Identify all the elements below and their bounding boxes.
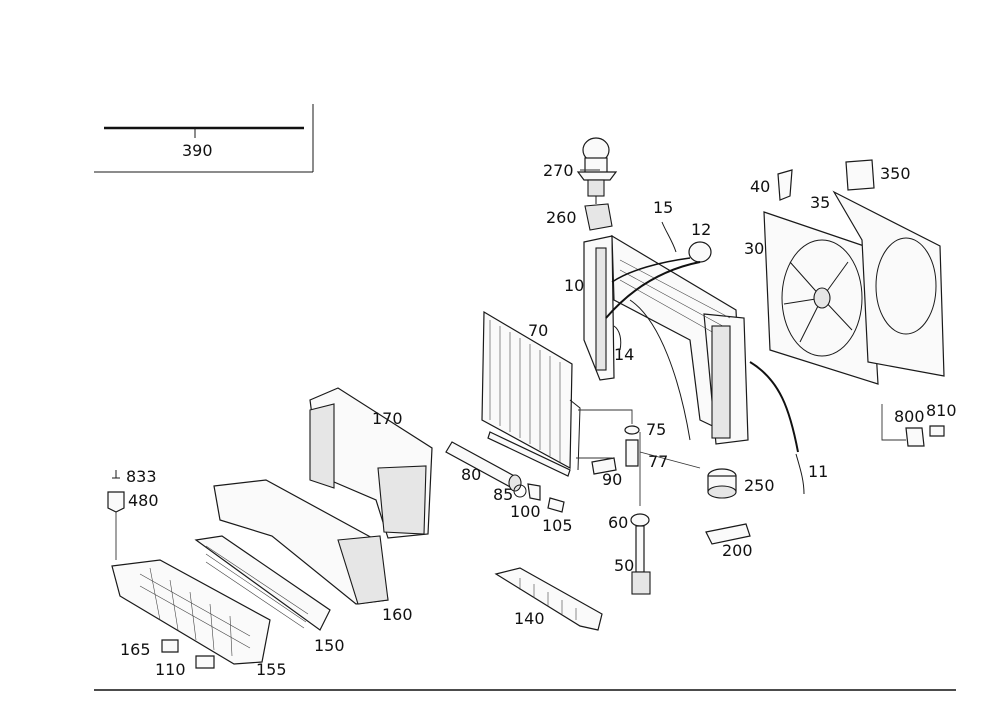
- callout-810: 810: [926, 401, 957, 420]
- part-35-shroud: [832, 190, 945, 377]
- callout-110: 110: [155, 660, 186, 679]
- part-12-seal: [688, 241, 712, 263]
- callout-40: 40: [750, 177, 770, 196]
- part-80-drier: [445, 441, 522, 492]
- callout-14: 14: [614, 345, 634, 364]
- part-250-tank: [707, 468, 737, 499]
- legend-box-390: [94, 104, 314, 173]
- callout-100: 100: [510, 502, 541, 521]
- callout-270: 270: [543, 161, 574, 180]
- callout-11: 11: [808, 462, 828, 481]
- part-75-washer: [624, 425, 640, 435]
- callout-80: 80: [461, 465, 481, 484]
- part-833-480-symbols: [107, 470, 125, 560]
- callout-77: 77: [648, 452, 668, 471]
- callout-800: 800: [894, 407, 925, 426]
- callout-15: 15: [653, 198, 673, 217]
- callout-35: 35: [810, 193, 830, 212]
- part-170-frame: [309, 387, 433, 539]
- leader-lines: [576, 169, 701, 469]
- part-77-bolt: [625, 439, 639, 467]
- callout-170: 170: [372, 409, 403, 428]
- callout-140: 140: [514, 609, 545, 628]
- part-100-clip: [527, 483, 541, 501]
- part-110-screw: [195, 655, 215, 669]
- callout-10: 10: [564, 276, 584, 295]
- callout-12: 12: [691, 220, 711, 239]
- callout-390: 390: [182, 141, 213, 160]
- part-15-hose: [661, 221, 677, 253]
- callout-250: 250: [744, 476, 775, 495]
- callout-90: 90: [602, 470, 622, 489]
- condenser-pipe: [487, 431, 571, 477]
- callout-165: 165: [120, 640, 151, 659]
- callout-350: 350: [880, 164, 911, 183]
- part-60-50-drain: [630, 432, 651, 595]
- callout-480: 480: [128, 491, 159, 510]
- callout-60: 60: [608, 513, 628, 532]
- callout-85: 85: [493, 485, 513, 504]
- part-160-duct: [213, 479, 389, 605]
- part-150-intercooler: [194, 535, 331, 631]
- part-260-bracket: [584, 196, 613, 231]
- callout-50: 50: [614, 556, 634, 575]
- part-85-ring: [513, 484, 527, 498]
- part-270-cap: [576, 137, 618, 197]
- callout-833: 833: [126, 467, 157, 486]
- part-14-clip: [613, 325, 622, 351]
- callout-30: 30: [744, 239, 764, 258]
- part-90-bolt: [591, 457, 617, 475]
- part-155-grille: [111, 559, 271, 665]
- part-105-screw: [547, 497, 565, 513]
- part-810-plug: [929, 425, 945, 437]
- arrow-10b: [605, 261, 701, 319]
- callout-155: 155: [256, 660, 287, 679]
- part-800-connector: [905, 427, 925, 447]
- callout-75: 75: [646, 420, 666, 439]
- part-30-fan-shroud: [763, 211, 879, 385]
- part-140-panel: [494, 567, 603, 631]
- arrow-11: [749, 361, 799, 453]
- lead-800: [881, 404, 906, 441]
- callout-70: 70: [528, 321, 548, 340]
- callout-260: 260: [546, 208, 577, 227]
- part-165-clip: [161, 639, 179, 653]
- radiator-assembly: [583, 234, 749, 445]
- arrow-10: [611, 257, 691, 283]
- callout-105: 105: [542, 516, 573, 535]
- part-40-clip: [777, 169, 793, 201]
- part-200-bracket: [705, 523, 751, 545]
- callout-150: 150: [314, 636, 345, 655]
- callout-160: 160: [382, 605, 413, 624]
- part-11-hose: [795, 453, 805, 495]
- part-70-condenser: [481, 310, 581, 471]
- part-350-clip: [845, 159, 875, 191]
- callout-200: 200: [722, 541, 753, 560]
